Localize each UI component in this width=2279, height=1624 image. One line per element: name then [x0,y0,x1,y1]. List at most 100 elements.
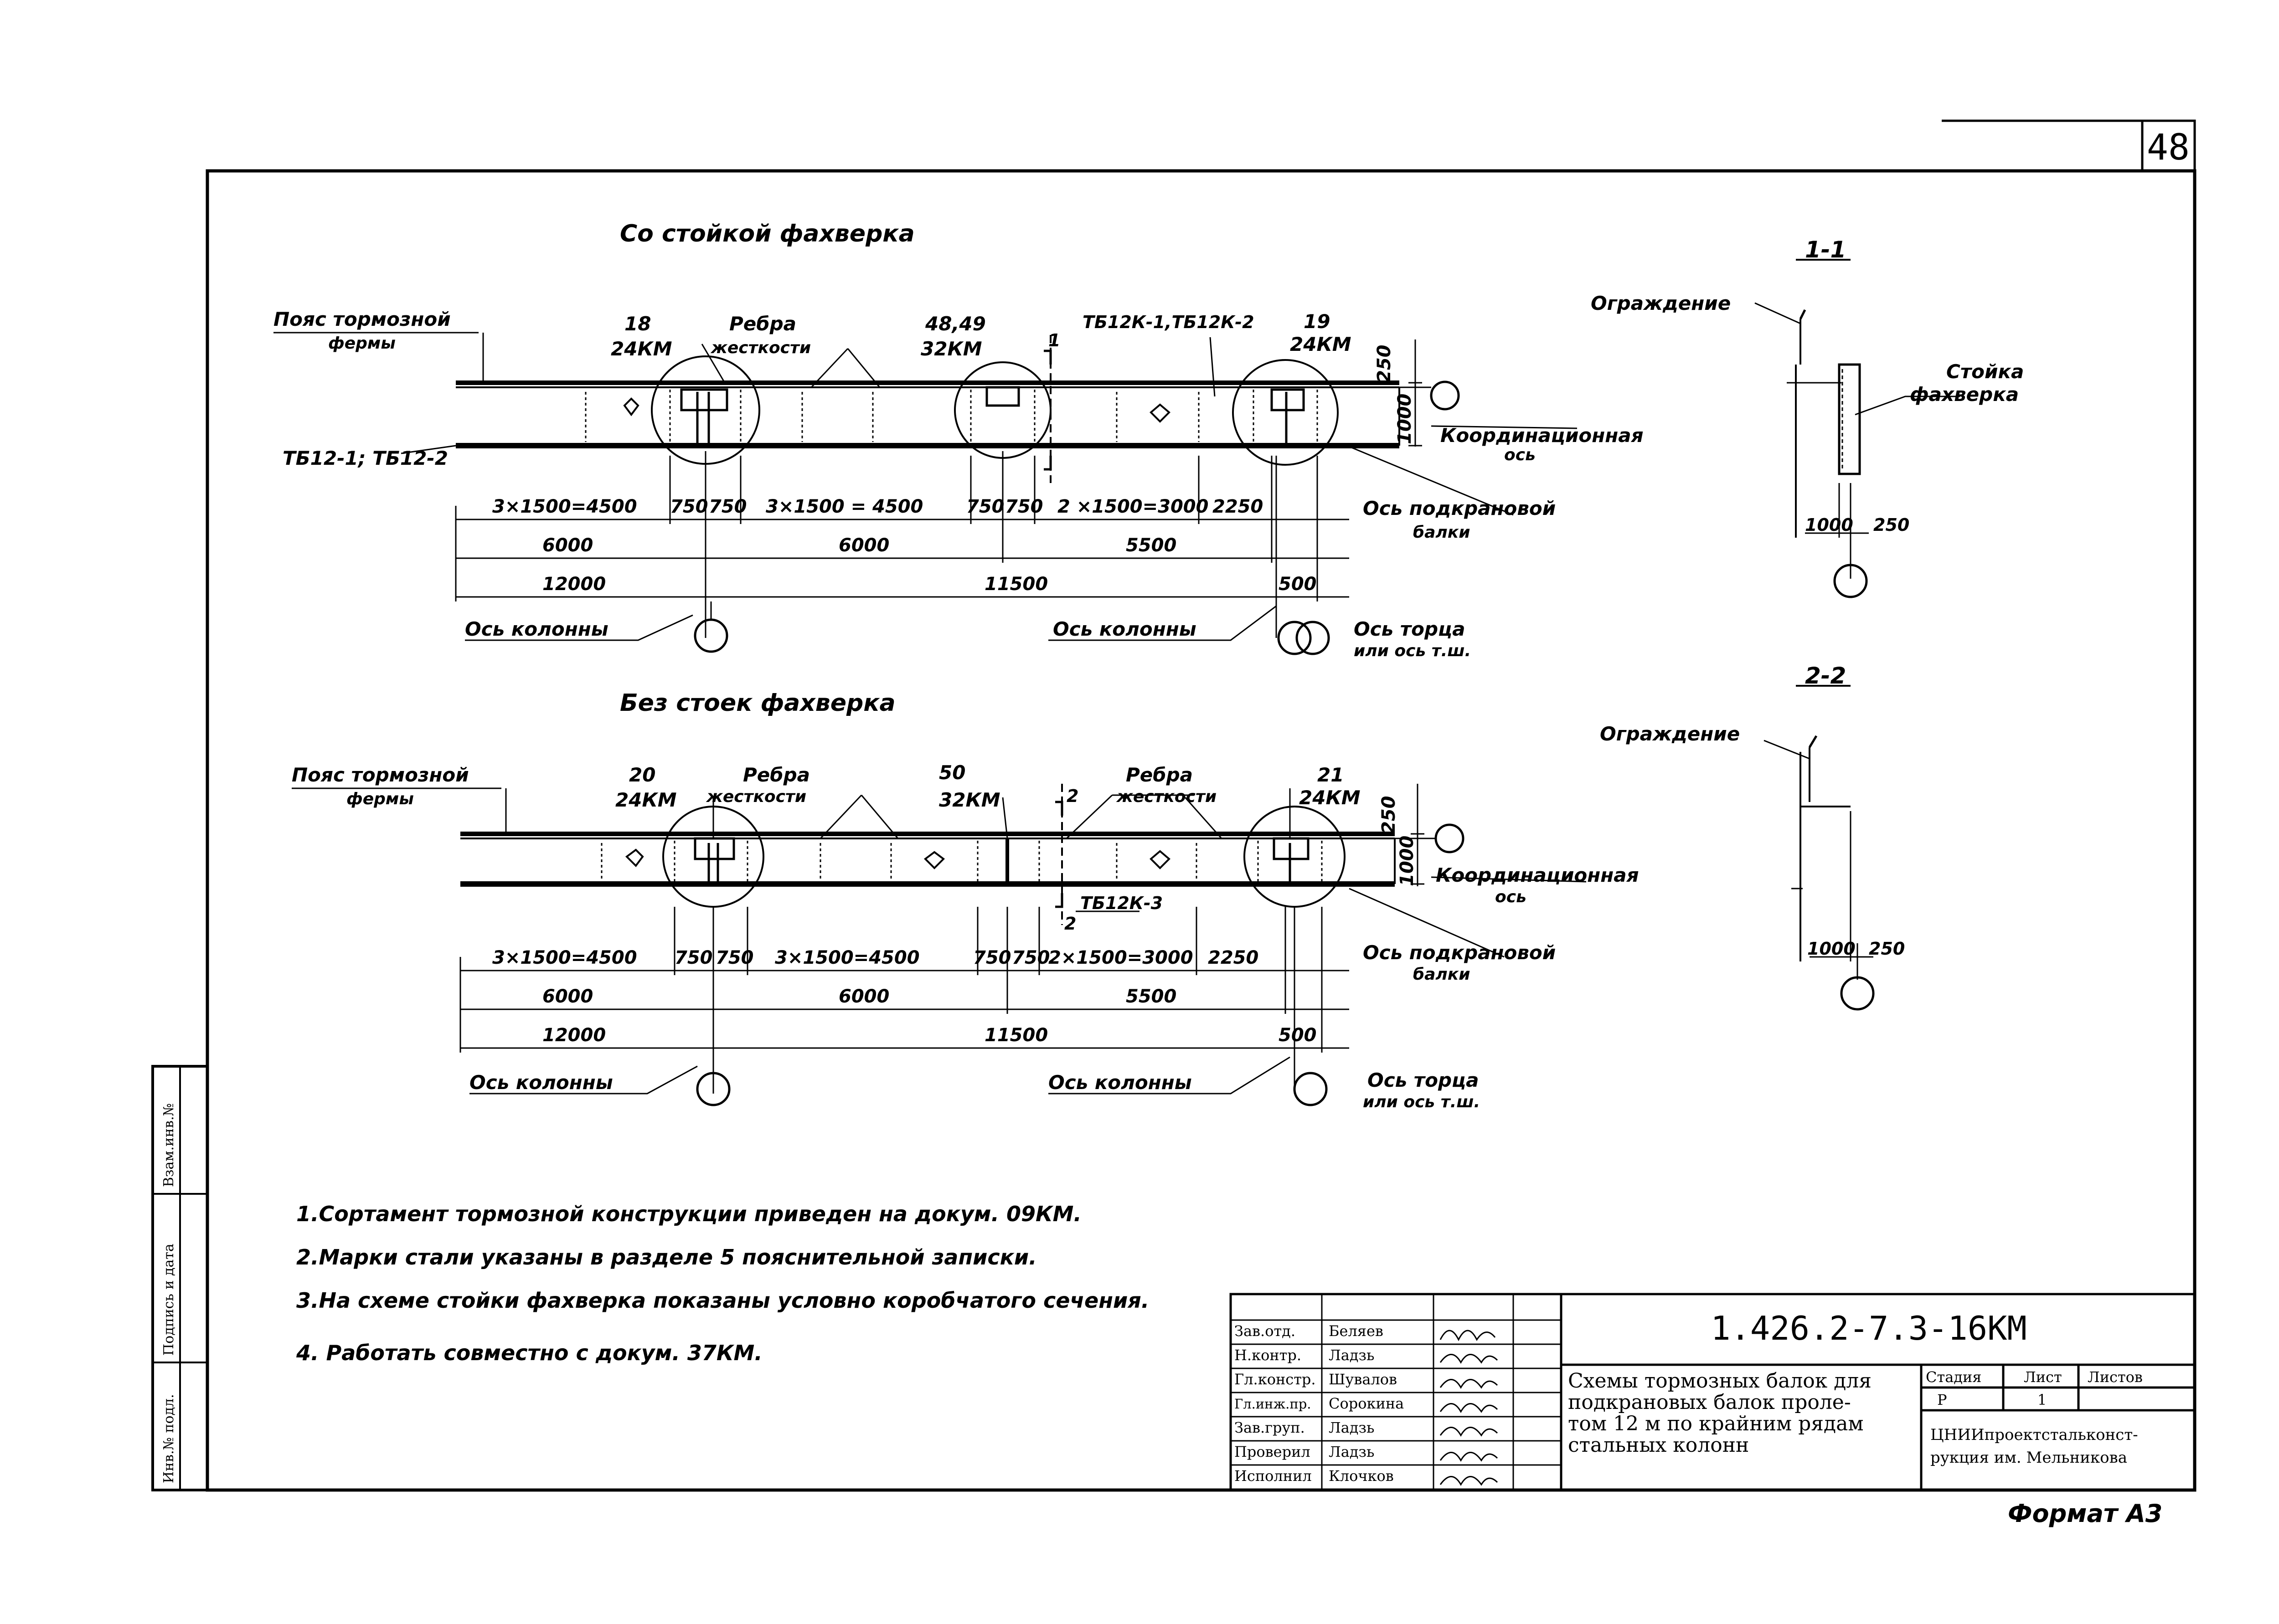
scheme1-node-left-num: 18 [624,313,651,335]
scheme1-node-left-doc: 24КМ [611,338,672,360]
scheme2-node-right-num: 21 [1317,764,1344,786]
stamp-replace-label: Взам.инв.№ [161,1103,177,1187]
section1-dim-250: 250 [1873,515,1909,535]
scheme1-dim-250: 250 [1374,345,1395,383]
dim-label: 11500 [985,1025,1048,1046]
section1-post-2: фахверка [1910,383,2019,406]
section-1-1: 1-1 Ограждение Стойка фахверка 1000 250 [1591,236,2024,598]
dim-label: 750 [716,947,754,968]
dim-label: 11500 [985,574,1048,595]
dim-label: 2 ×1500=3000 [1057,496,1208,517]
dim-label: 5500 [1126,986,1176,1007]
scheme2-node-left-num: 20 [629,764,655,786]
title-block: Зав.отд. Беляев Н.контр. Ладзь Гл.констр… [1229,1293,2196,1491]
scheme2-node-right-doc: 24КМ [1299,786,1361,809]
dim-label: 3×1500 = 4500 [766,496,923,517]
section2-dim-250: 250 [1869,939,1905,959]
section2-graphics [1763,685,1875,1011]
dim-label: 500 [1279,1025,1317,1046]
dim-label: 750 [966,496,1005,517]
scheme2-dims-row3: 12000 11500 500 [542,1025,1317,1046]
scheme2-dims-row1: 3×1500=4500 750 750 3×1500=4500 750 750 … [492,947,1258,968]
scheme1-truss-label: Пояс тормозной [273,308,451,330]
dim-label: 5500 [1126,535,1176,556]
name-5: Ладзь [1329,1419,1374,1436]
role-2: Н.контр. [1234,1346,1301,1364]
note-2: 2.Марки стали указаны в разделе 5 поясни… [296,1245,1037,1269]
org-line-2: рукция им. Мельникова [1930,1449,2127,1467]
dim-label: 750 [973,947,1011,968]
scheme1-dims-row3: 12000 11500 500 [542,574,1317,595]
sheet-label: Лист [2024,1368,2062,1386]
dim-label: 6000 [839,535,889,556]
section-2-2: 2-2 Ограждение 1000 250 [1600,663,1905,1011]
scheme1-node-mid-num: 48,49 [925,313,986,335]
scheme2-section-mark-bottom: 2 [1064,914,1076,934]
note-4: 4. Работать совместно с докум. 37КМ. [296,1341,763,1365]
dim-label: 750 [675,947,713,968]
scheme1-node-right-doc: 24КМ [1290,333,1351,355]
role-4: Гл.инж.пр. [1234,1396,1311,1412]
scheme1-crane-axis: Ось подкрановой [1363,497,1556,519]
role-1: Зав.отд. [1234,1322,1295,1340]
role-3: Гл.констр. [1234,1371,1316,1388]
format-label: Формат А3 [2008,1499,2162,1528]
scheme1-ribs-label: Ребра [729,313,796,335]
dim-label: 6000 [839,986,889,1007]
scheme2-ribs-left: Ребра [743,764,810,786]
sheets-label: Листов [2088,1368,2143,1386]
scheme2-node-mid-doc: 32КМ [939,789,1000,811]
dim-label: 3×1500=4500 [775,947,920,968]
scheme1-beams-label: ТБ12-1; ТБ12-2 [283,447,448,469]
section1-post: Стойка [1946,360,2024,383]
scheme1-column-axis-right: Ось колонны [1053,618,1196,640]
scheme2-ribs-right-2: жесткости [1116,787,1217,806]
scheme2-beam-mark: ТБ12К-3 [1080,893,1163,913]
title-stage: Стадия Лист Листов Р 1 ЦНИИпроектсталько… [1926,1368,2143,1467]
title-description: Схемы тормозных балок для подкрановых ба… [1568,1369,1872,1457]
scheme1-labels: Пояс тормозной фермы ТБ12-1; ТБ12-2 18 2… [273,308,1644,660]
desc-line-4: стальных колонн [1568,1434,1749,1457]
note-1: 1.Сортамент тормозной конструкции привед… [296,1202,1082,1226]
dim-label: 750 [1012,947,1050,968]
scheme2-end-axis: Ось торца [1367,1069,1479,1091]
scheme1-beam [273,332,1578,655]
scheme2-end-axis-2: или ось т.ш. [1363,1093,1480,1111]
dim-label: 12000 [542,574,606,595]
scheme2-column-axis-left: Ось колонны [469,1071,613,1094]
scheme2-dims-row2: 6000 6000 5500 [542,986,1176,1007]
desc-line-2: подкрановых балок проле- [1568,1391,1851,1414]
scheme2-node-mid-num: 50 [939,761,965,784]
dim-label: 3×1500=4500 [492,496,637,517]
scheme1-title: Со стойкой фахверка [620,220,915,247]
title-block-people: Зав.отд. Беляев Н.контр. Ладзь Гл.констр… [1234,1322,1404,1485]
sheet-value: 1 [2037,1391,2047,1408]
scheme2-crane-axis: Ось подкрановой [1363,941,1556,964]
dim-label: 500 [1279,574,1317,595]
dim-label: 6000 [542,986,593,1007]
scheme2-ribs-left-2: жесткости [706,787,806,806]
scheme1-coord-axis: Координационная [1440,424,1644,447]
scheme2-dim-250: 250 [1378,796,1399,834]
dim-label: 6000 [542,535,593,556]
scheme2-crane-axis-2: балки [1413,965,1470,984]
scheme2-title: Без стоек фахверка [620,689,896,717]
section1-dim-1000: 1000 [1805,515,1853,535]
role-6: Проверил [1234,1443,1310,1460]
scheme1-coord-bubble [1430,380,1460,411]
scheme1-end-axis: Ось торца [1354,618,1465,640]
dim-label: 2250 [1208,947,1258,968]
scheme2-truss-label-2: фермы [346,790,414,808]
dim-label: 750 [670,496,708,517]
note-3: 3.На схеме стойки фахверка показаны усло… [296,1288,1149,1313]
dim-label: 750 [1005,496,1043,517]
section1-labels: 1-1 Ограждение Стойка фахверка 1000 250 [1591,236,2024,535]
section2-dim-1000: 1000 [1807,939,1856,959]
org-line-1: ЦНИИпроектстальконст- [1930,1426,2138,1444]
section1-graphics [1754,259,1960,598]
role-5: Зав.груп. [1234,1419,1305,1436]
scheme1-ribs-label-2: жесткости [710,339,811,357]
scheme2-coord-axis: Координационная [1436,864,1639,886]
desc-line-3: том 12 м по крайним рядам [1568,1412,1864,1435]
